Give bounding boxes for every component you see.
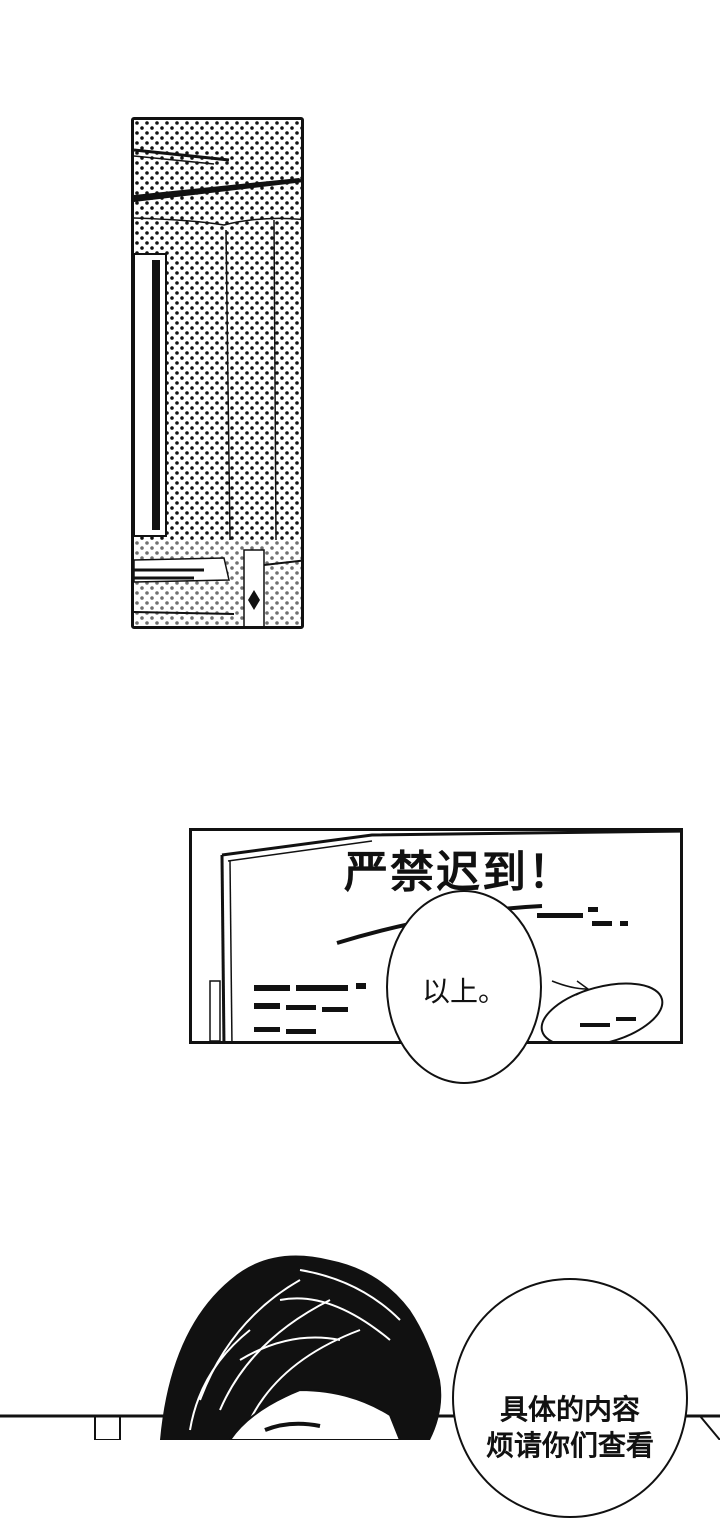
panel-corridor	[131, 117, 304, 629]
speech-bubble-first: 以上。	[386, 890, 542, 1084]
speech-bubble-first-text: 以上。	[421, 975, 506, 1008]
speech-bubble-second-text: 具体的内容 烦请你们查看	[485, 1393, 654, 1462]
character-art	[0, 1255, 720, 1440]
corridor-art	[134, 120, 301, 626]
notice-heading: 严禁迟到！	[344, 847, 574, 898]
notice-board-art	[209, 831, 680, 1041]
speech-bubble-second: 具体的内容 烦请你们查看	[452, 1278, 688, 1518]
